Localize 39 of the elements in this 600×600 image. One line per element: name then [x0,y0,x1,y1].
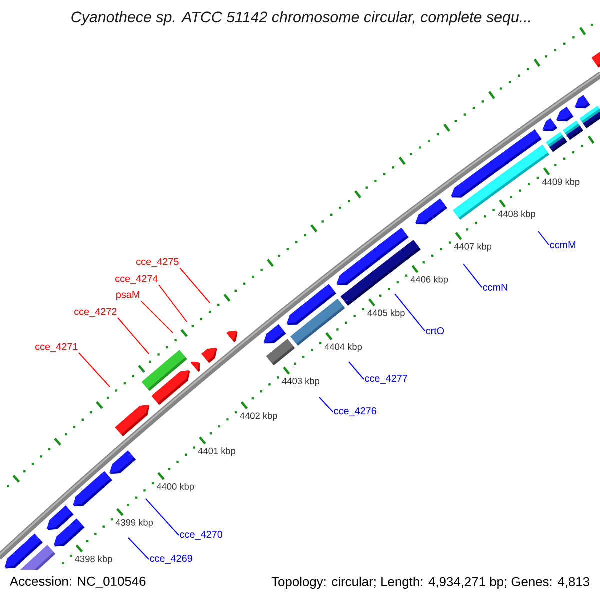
tick-label: 4409 kbp [542,178,580,188]
tick-label: 4398 kbp [75,556,112,564]
leader-line [538,231,550,246]
tick-label: 4401 kbp [198,448,236,456]
gene-label: psaM [116,291,140,300]
gene-label: cce_4276 [334,408,376,416]
leader-line [78,352,110,388]
leader-line [128,538,150,560]
leader-line [463,264,482,288]
leader-line [180,268,210,304]
tick-label: 4405 kbp [368,310,405,318]
tick-label: 4403 kbp [282,378,320,386]
tick-label: 4407 kbp [454,243,492,252]
gene-label: cce_4271 [36,343,78,352]
gene-label: cce_4277 [365,375,408,384]
tick-label: 4406 kbp [410,276,448,285]
leader-line [394,294,426,332]
tick-label: 4402 kbp [240,412,278,422]
gene-label: ccmN [483,284,508,291]
info-text: Topology: circular; Length: 4,934,271 bp; Genes: 4,813 [272,576,590,590]
tick-label: 4399 kbp [116,519,154,528]
tick-label: 4408 kbp [498,210,536,220]
gene-label: ccmM [550,242,576,248]
leader-line [158,284,188,322]
gene-label: cce_4269 [150,555,192,564]
gene-label: crtO [426,327,444,335]
leader-line [140,300,174,334]
tick-label: 4400 kbp [156,483,194,492]
gene-label: cce_4270 [180,531,222,540]
leader-line [146,498,180,536]
gene-label: cce_4274 [116,275,158,284]
title: Cyanothece sp. ATCC 51142 chromosome circular, complete sequ... [72,11,530,26]
leader-line [118,318,150,354]
gene-label: cce_4272 [74,308,117,318]
leader-line [348,362,364,380]
leader-line [319,397,334,412]
tick-label: 4404 kbp [324,343,362,352]
gene-label: cce_4275 [136,258,179,268]
info-text: Accession: NC_010546 [10,576,146,588]
